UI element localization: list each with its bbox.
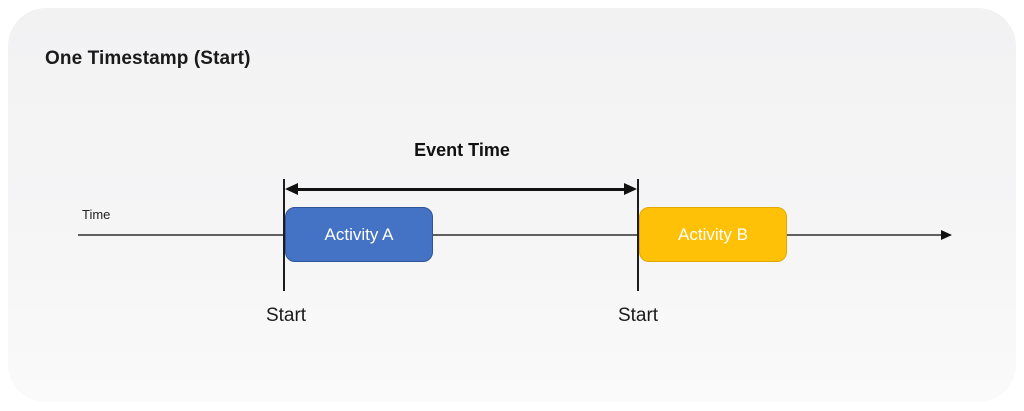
- time-axis-arrowhead-icon: [941, 230, 952, 240]
- event-time-label: Event Time: [414, 140, 510, 160]
- start-tick-activity-b: [637, 179, 639, 291]
- measure-arrowhead-right-icon: [624, 183, 637, 195]
- diagram-title: One Timestamp (Start): [45, 48, 251, 69]
- card-background: [8, 8, 1016, 402]
- activity-b-label: Activity B: [678, 224, 748, 244]
- start-label-activity-a: Start: [265, 305, 307, 326]
- measure-arrowhead-left-icon: [285, 183, 298, 195]
- activity-a-label: Activity A: [324, 224, 394, 244]
- start-tick-activity-a: [283, 179, 285, 291]
- time-axis-line: [78, 234, 941, 236]
- time-axis-label: Time: [82, 207, 111, 222]
- activity-b-box: Activity B: [639, 207, 787, 262]
- event-time-measure-line: [296, 188, 626, 191]
- activity-a-box: Activity A: [285, 207, 433, 262]
- start-label-activity-b: Start: [617, 305, 659, 326]
